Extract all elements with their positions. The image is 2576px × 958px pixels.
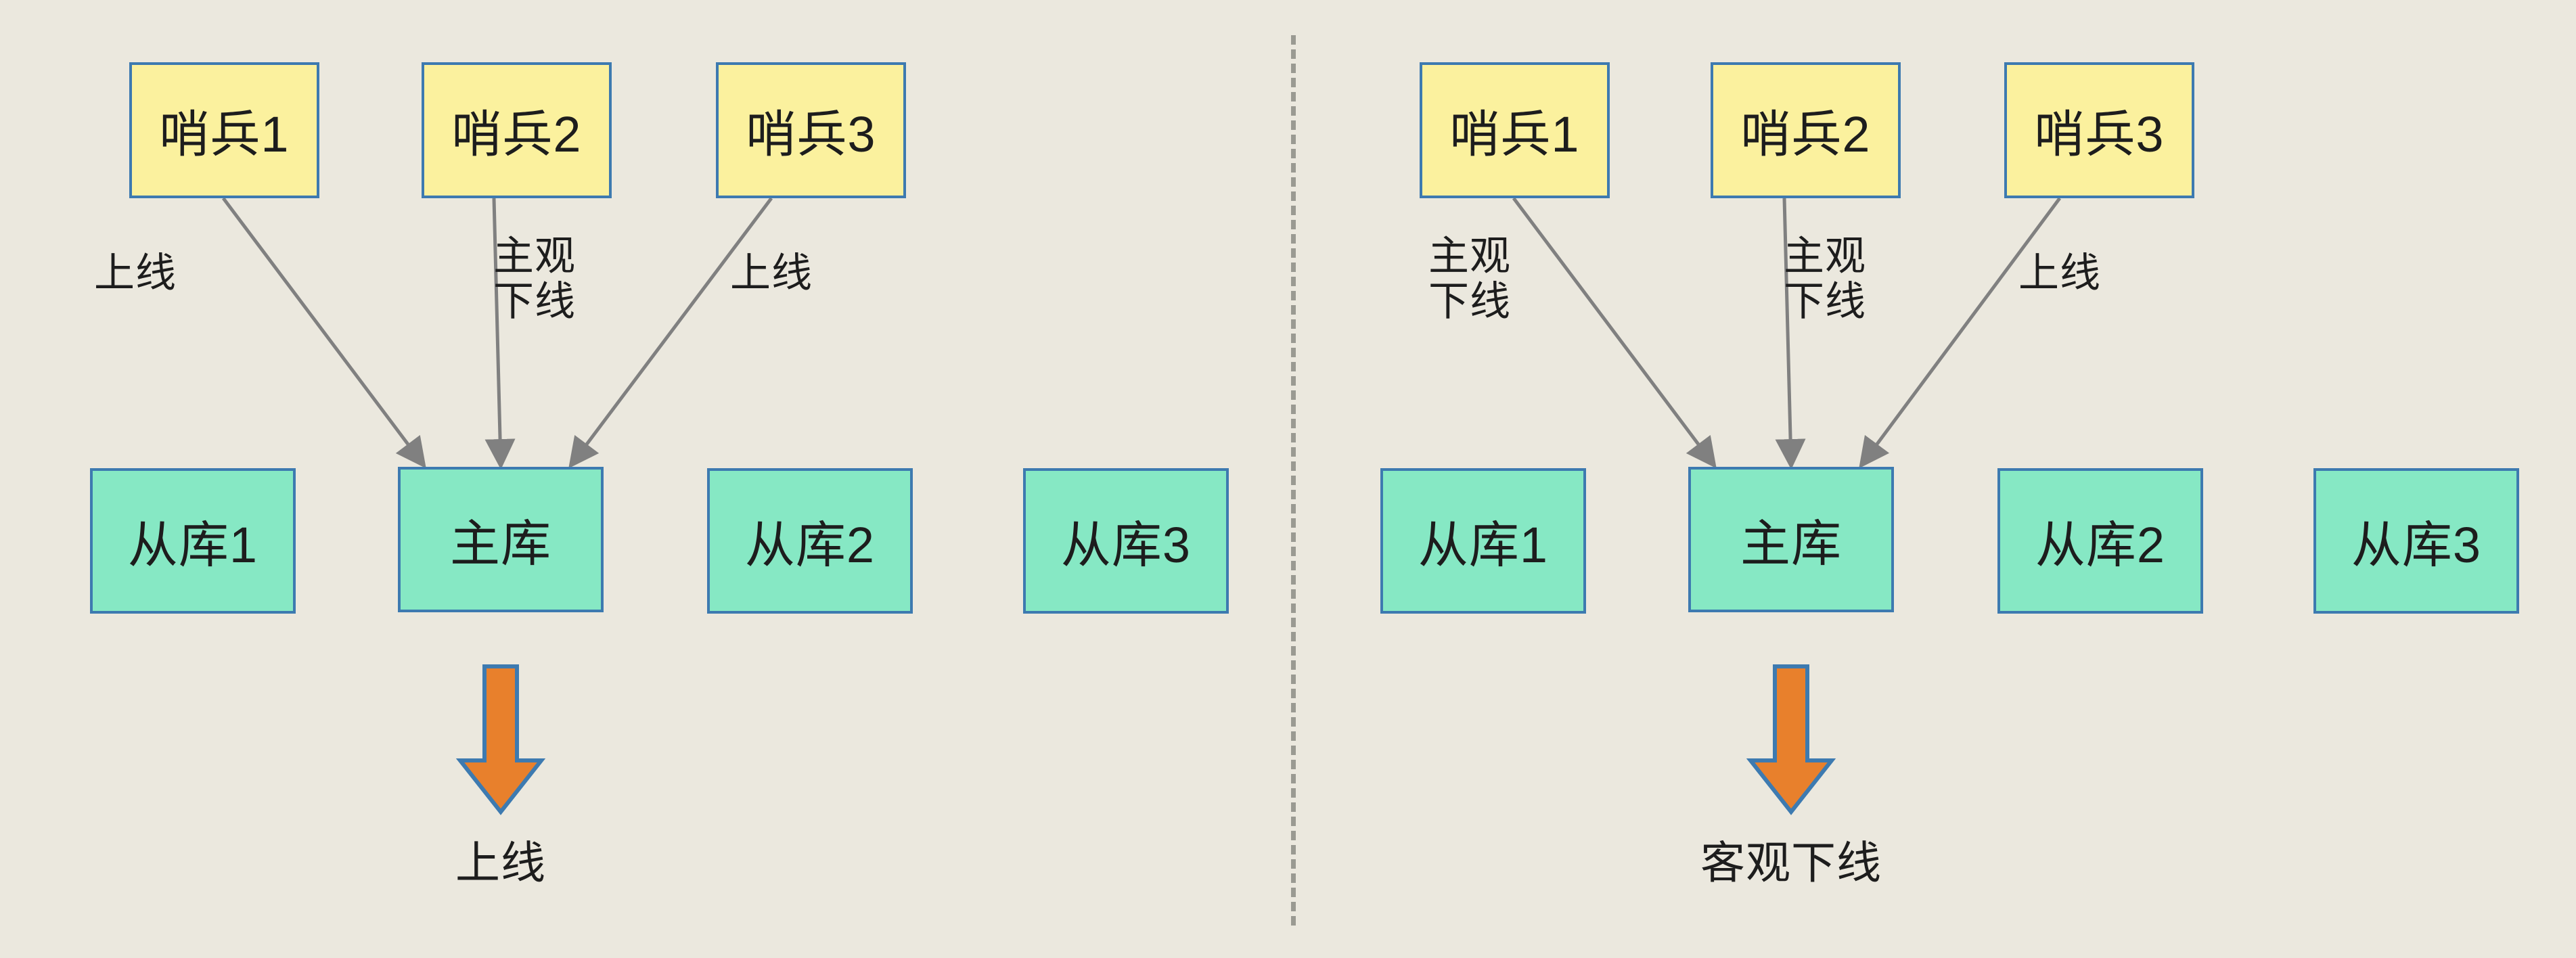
result-arrow bbox=[1746, 664, 1836, 815]
replica-db-node[interactable]: 从库3 bbox=[1023, 468, 1229, 614]
edge-label: 主观 下线 bbox=[1784, 233, 1866, 325]
sentinel-label: 哨兵1 bbox=[1449, 106, 1580, 162]
db-label: 从库2 bbox=[744, 517, 876, 573]
db-label: 主库 bbox=[1740, 516, 1842, 572]
sentinel-node[interactable]: 哨兵2 bbox=[422, 62, 612, 198]
replica-db-node[interactable]: 从库2 bbox=[1997, 468, 2203, 614]
sentinel-node[interactable]: 哨兵1 bbox=[129, 62, 319, 198]
sentinel-label: 哨兵2 bbox=[451, 106, 582, 162]
replica-db-node[interactable]: 从库1 bbox=[1380, 468, 1586, 614]
replica-db-node[interactable]: 从库2 bbox=[707, 468, 913, 614]
connector-arrow bbox=[222, 197, 426, 469]
sentinel-node[interactable]: 哨兵1 bbox=[1420, 62, 1610, 198]
master-db-node[interactable]: 主库 bbox=[398, 467, 604, 612]
db-label: 从库1 bbox=[127, 517, 258, 573]
master-db-node[interactable]: 主库 bbox=[1688, 467, 1894, 612]
result-label: 客观下线 bbox=[1700, 838, 1882, 888]
sentinel-label: 哨兵3 bbox=[746, 106, 876, 162]
result-label: 上线 bbox=[455, 838, 546, 888]
sentinel-label: 哨兵1 bbox=[159, 106, 290, 162]
result-arrow bbox=[455, 664, 546, 815]
sentinel-node[interactable]: 哨兵3 bbox=[716, 62, 906, 198]
db-label: 主库 bbox=[450, 516, 551, 572]
panel-divider bbox=[1291, 35, 1296, 926]
sentinel-node[interactable]: 哨兵2 bbox=[1711, 62, 1901, 198]
sentinel-label: 哨兵2 bbox=[1740, 106, 1871, 162]
db-label: 从库3 bbox=[1060, 517, 1192, 573]
db-label: 从库2 bbox=[2035, 517, 2166, 573]
edge-label: 上线 bbox=[94, 250, 177, 296]
replica-db-node[interactable]: 从库1 bbox=[90, 468, 296, 614]
sentinel-label: 哨兵3 bbox=[2034, 106, 2165, 162]
sentinel-node[interactable]: 哨兵3 bbox=[2004, 62, 2194, 198]
edge-label: 上线 bbox=[2018, 250, 2101, 296]
edge-label: 主观 下线 bbox=[493, 233, 576, 325]
db-label: 从库3 bbox=[2351, 517, 2482, 573]
edge-label: 主观 下线 bbox=[1428, 233, 1511, 325]
db-label: 从库1 bbox=[1418, 517, 1549, 573]
edge-label: 上线 bbox=[730, 250, 813, 296]
replica-db-node[interactable]: 从库3 bbox=[2313, 468, 2519, 614]
